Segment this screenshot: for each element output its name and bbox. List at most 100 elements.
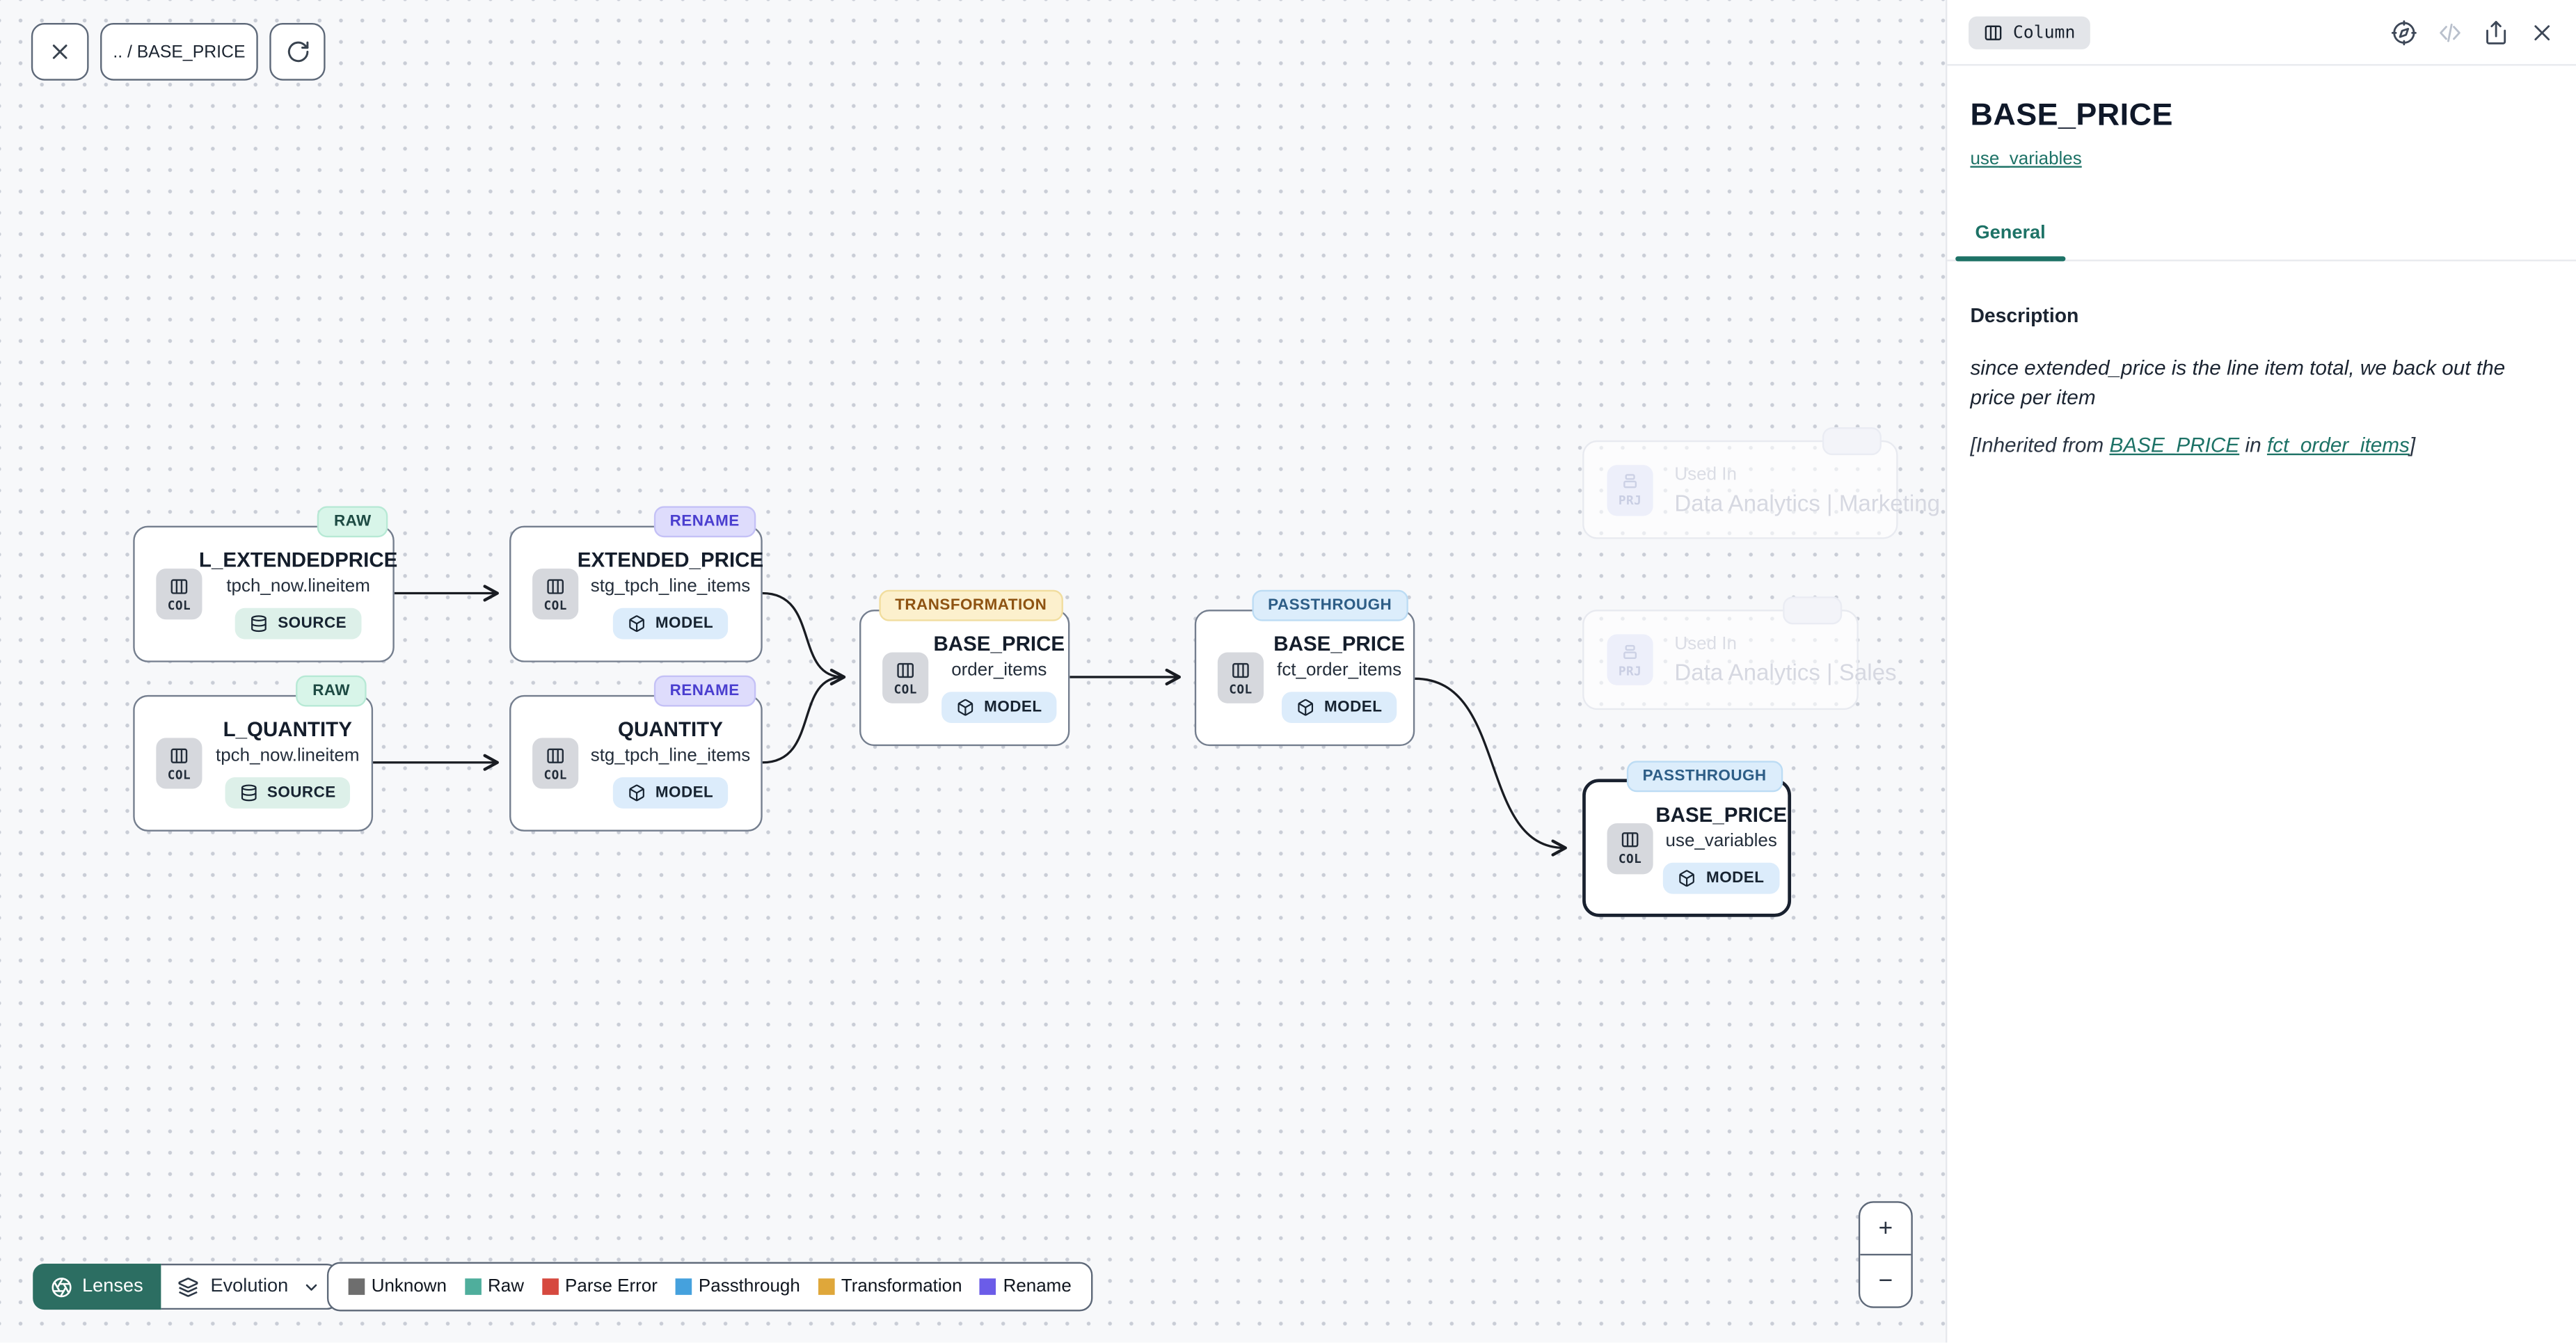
close-icon	[52, 45, 67, 59]
column-chip: COL	[532, 738, 579, 789]
database-icon	[251, 615, 267, 633]
edge-fctorderitems-usevariables	[1415, 677, 1567, 857]
project-chip: PRJ	[1607, 464, 1653, 516]
compass-icon[interactable]	[2391, 19, 2417, 46]
node-kind-label: MODEL	[1706, 868, 1765, 887]
node-subtitle: stg_tpch_line_items	[590, 576, 751, 597]
columns-icon	[547, 747, 564, 763]
columns-icon	[897, 662, 914, 677]
lineage-type-badge: RAW	[317, 506, 388, 538]
database-icon	[240, 784, 256, 802]
inherited-note: [Inherited from BASE_PRICE in fct_order_…	[1970, 434, 2550, 456]
node-subtitle: fct_order_items	[1277, 660, 1402, 681]
description-heading: Description	[1970, 303, 2079, 327]
node-kind-label: MODEL	[655, 614, 714, 633]
project-tray-icon	[1623, 644, 1637, 658]
panel-tabs: General	[1947, 214, 2576, 262]
columns-icon	[1621, 832, 1639, 848]
chip-label: COL	[1229, 681, 1253, 697]
node-base-price-order-items[interactable]: TRANSFORMATION COL BASE_PRICE order_item…	[859, 589, 1070, 747]
chip-label: COL	[1618, 851, 1642, 866]
node-kind-badge: MODEL	[941, 692, 1057, 724]
legend-item-unknown: Unknown	[348, 1277, 447, 1296]
inherited-model-link[interactable]: fct_order_items	[2266, 434, 2410, 457]
column-chip: COL	[532, 569, 579, 620]
lineage-type-badge: RAW	[296, 675, 367, 707]
ghost-used-in-label: Used In	[1674, 464, 1737, 484]
ghost-project-name: Data Analytics | Sales	[1674, 658, 1897, 685]
node-title: L_EXTENDEDPRICE	[198, 548, 398, 572]
node-kind-badge: SOURCE	[224, 777, 351, 809]
lenses-button[interactable]: Lenses	[33, 1263, 161, 1310]
node-kind-label: SOURCE	[267, 784, 336, 802]
inherited-middle: in	[2239, 434, 2267, 457]
node-subtitle: use_variables	[1665, 830, 1777, 851]
entity-type-chip: Column	[1969, 16, 2090, 49]
lineage-edges	[373, 585, 1567, 857]
description-body: since extended_price is the line item to…	[1970, 356, 2506, 409]
node-title: EXTENDED_PRICE	[577, 548, 764, 572]
legend-item-transformation: Transformation	[818, 1277, 962, 1296]
column-chip: COL	[1217, 652, 1264, 704]
inherited-column-link[interactable]: BASE_PRICE	[2109, 434, 2240, 457]
close-panel-icon[interactable]	[2529, 19, 2555, 46]
model-cube-icon	[628, 615, 644, 633]
lineage-type-badge: RENAME	[653, 675, 756, 707]
zoom-controls: + −	[1858, 1201, 1913, 1308]
breadcrumb-label: .. / BASE_PRICE	[113, 42, 246, 62]
panel-title: BASE_PRICE	[1970, 98, 2173, 134]
share-icon[interactable]	[2483, 19, 2509, 46]
node-kind-label: MODEL	[984, 698, 1042, 717]
node-l-extendedprice[interactable]: RAW COL L_EXTENDEDPRICE tpch_now.lineite…	[133, 506, 398, 662]
lens-legend: Unknown Raw Parse Error Passthrough Tran…	[326, 1262, 1093, 1312]
lens-selector-dropdown[interactable]: Evolution	[161, 1263, 340, 1310]
lineage-type-badge: RENAME	[653, 506, 756, 538]
node-quantity[interactable]: RENAME COL QUANTITY stg_tpch_line_items …	[509, 675, 763, 832]
columns-icon	[170, 578, 188, 594]
node-kind-badge: MODEL	[1281, 692, 1397, 724]
node-base-price-use-variables[interactable]: PASSTHROUGH COL BASE_PRICE use_variables…	[1582, 761, 1792, 917]
project-chip: PRJ	[1607, 634, 1653, 685]
ghost-project-name: Data Analytics | Marketing	[1674, 488, 1941, 516]
ghost-badge	[1783, 596, 1843, 625]
legend-swatch	[464, 1278, 482, 1295]
breadcrumb[interactable]: .. / BASE_PRICE	[100, 23, 258, 81]
close-lineage-button[interactable]	[31, 23, 89, 81]
node-kind-label: MODEL	[1324, 698, 1383, 717]
edge-quantity-baseprice	[762, 676, 843, 764]
node-title: BASE_PRICE	[1273, 633, 1405, 656]
inherited-suffix: ]	[2409, 434, 2416, 457]
lineage-canvas[interactable]: RAW COL L_EXTENDEDPRICE tpch_now.lineite…	[0, 0, 1946, 1343]
legend-item-parse-error: Parse Error	[541, 1277, 658, 1296]
column-chip: COL	[1607, 822, 1653, 874]
node-kind-badge: MODEL	[612, 607, 729, 639]
model-link[interactable]: use_variables	[1970, 149, 2082, 170]
columns-icon	[170, 747, 188, 763]
node-kind-label: SOURCE	[278, 614, 347, 633]
legend-item-passthrough: Passthrough	[675, 1277, 800, 1296]
panel-header: Column	[1947, 0, 2576, 64]
legend-swatch	[818, 1278, 835, 1295]
ghost-node-used-in-sales[interactable]: PRJ Used In Data Analytics | Sales	[1582, 596, 1897, 710]
edge-extendedprice-baseprice	[762, 591, 846, 685]
ghost-node-used-in-marketing[interactable]: PRJ Used In Data Analytics | Marketing	[1582, 427, 1940, 539]
tab-general[interactable]: General	[1955, 214, 2065, 262]
node-kind-badge: MODEL	[612, 777, 729, 809]
lens-selected-label: Evolution	[210, 1276, 289, 1297]
legend-swatch	[675, 1278, 692, 1295]
columns-icon	[547, 578, 564, 594]
lenses-bar: Lenses Evolution	[33, 1263, 340, 1310]
refresh-button[interactable]	[269, 23, 326, 81]
chip-label: COL	[543, 597, 567, 612]
node-title: L_QUANTITY	[223, 717, 352, 742]
refresh-icon	[287, 41, 308, 63]
zoom-out-button[interactable]: −	[1878, 1266, 1893, 1295]
model-cube-icon	[628, 784, 644, 802]
lineage-type-badge: TRANSFORMATION	[878, 589, 1063, 621]
node-l-quantity[interactable]: RAW COL L_QUANTITY tpch_now.lineitem SOU…	[133, 675, 374, 832]
zoom-in-button[interactable]: +	[1860, 1203, 1911, 1256]
chevron-down-icon	[306, 1283, 318, 1290]
legend-item-rename: Rename	[980, 1277, 1072, 1296]
node-extended-price[interactable]: RENAME COL EXTENDED_PRICE stg_tpch_line_…	[509, 506, 764, 662]
node-base-price-fct-order-items[interactable]: PASSTHROUGH COL BASE_PRICE fct_order_ite…	[1194, 589, 1415, 747]
